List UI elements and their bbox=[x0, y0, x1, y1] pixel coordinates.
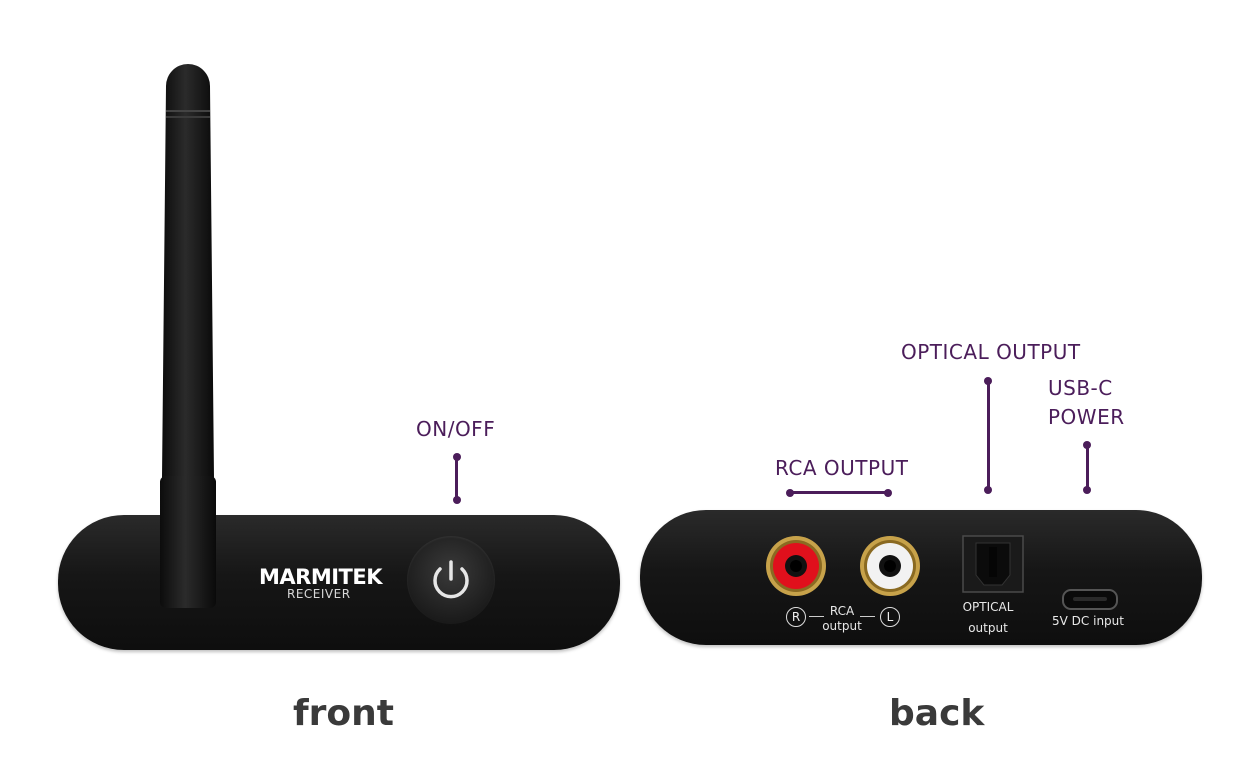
rca-left-jack-graphic bbox=[860, 536, 920, 596]
optical-port[interactable] bbox=[962, 535, 1024, 593]
callout-optical-dot-bottom bbox=[984, 486, 992, 494]
dc-input-label: 5V DC input bbox=[1052, 614, 1124, 628]
caption-back: back bbox=[889, 693, 985, 734]
rca-label: RCA bbox=[829, 604, 855, 618]
back-device-body bbox=[640, 510, 1202, 645]
callout-rca-output: RCA OUTPUT bbox=[775, 456, 909, 480]
power-button[interactable] bbox=[407, 536, 495, 624]
callout-usb-c-dot-bottom bbox=[1083, 486, 1091, 494]
callout-on-off: ON/OFF bbox=[416, 417, 496, 441]
optical-sub-label: output bbox=[968, 621, 1008, 635]
callout-usb-c-line bbox=[1086, 445, 1089, 489]
usb-c-port-tongue bbox=[1073, 597, 1107, 601]
front-device-body bbox=[58, 515, 620, 650]
callout-usb-c-line1: USB-C bbox=[1048, 376, 1113, 400]
callout-rca-dot-right bbox=[884, 489, 892, 497]
callout-on-off-dot-bottom bbox=[453, 496, 461, 504]
optical-label: OPTICAL bbox=[962, 600, 1014, 614]
usb-c-port[interactable] bbox=[1062, 589, 1118, 610]
antenna bbox=[160, 58, 216, 608]
antenna-graphic bbox=[160, 64, 216, 608]
rca-right-jack[interactable] bbox=[765, 535, 827, 597]
caption-front: front bbox=[293, 693, 394, 734]
rca-right-jack-graphic bbox=[766, 536, 826, 596]
power-icon bbox=[433, 560, 469, 599]
callout-rca-line bbox=[790, 491, 888, 494]
rca-right-label: R bbox=[786, 607, 806, 627]
rca-sub-label: output bbox=[822, 619, 862, 633]
callout-optical-output: OPTICAL OUTPUT bbox=[901, 340, 1081, 364]
rca-right-letter: R bbox=[791, 610, 801, 624]
callout-usb-c-line2: POWER bbox=[1048, 405, 1125, 429]
rca-left-jack[interactable] bbox=[859, 535, 921, 597]
rca-label-line-right bbox=[860, 616, 875, 617]
rca-label-line-left bbox=[809, 616, 824, 617]
rca-left-label: L bbox=[880, 607, 900, 627]
model-label: RECEIVER bbox=[287, 587, 351, 601]
callout-optical-line bbox=[987, 381, 990, 489]
optical-port-graphic bbox=[962, 535, 1024, 593]
callout-on-off-line bbox=[455, 457, 458, 499]
rca-left-letter: L bbox=[886, 610, 894, 624]
brand-logo: MARMITEK bbox=[259, 565, 382, 589]
